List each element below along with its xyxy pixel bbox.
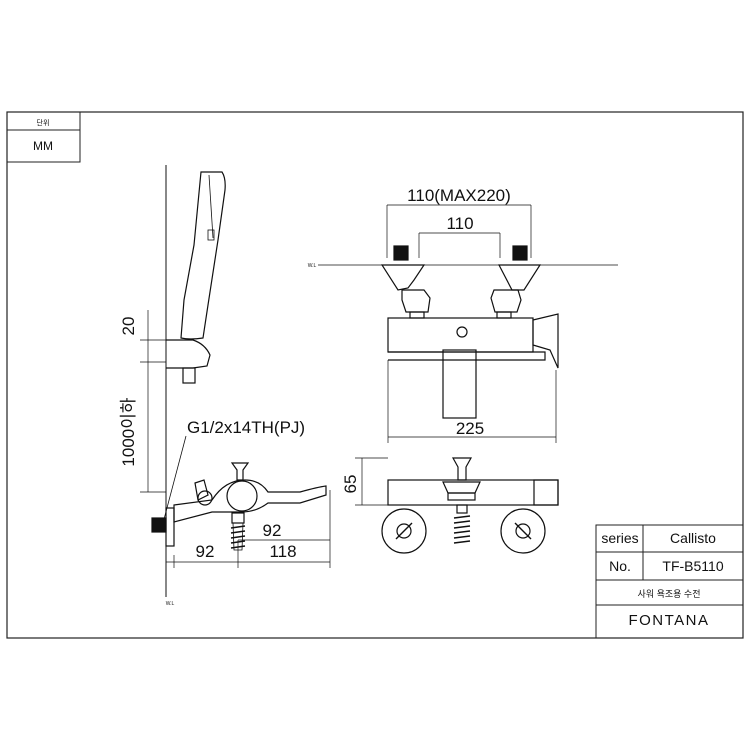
unit-value: MM [33,139,53,153]
unit-box: 단위 MM [6,111,81,163]
no-value: TF-B5110 [662,558,723,574]
dim-225: 225 [456,419,484,438]
dim-92-top: 92 [263,521,282,540]
front-view [318,204,618,443]
wl-bottom-label: W.L [166,601,175,607]
series-label: series [601,530,638,546]
no-label: No. [609,558,631,574]
side-view [140,165,331,597]
wall-plate [165,507,175,547]
dim-118: 118 [269,542,296,561]
brand-name: FONTANA [628,612,709,629]
mixer-front-body [387,317,534,353]
dim-110-max: 110(MAX220) [407,186,511,205]
dim-92-bottom: 92 [196,542,215,561]
drawing-frame [6,111,744,639]
dim-65: 65 [341,475,360,494]
bottom-view [355,457,559,554]
shower-holder [166,339,211,369]
product-description: 사워 욕조용 수전 [638,589,701,599]
dim-thread: G1/2x14TH(PJ) [187,418,305,437]
dim-1000: 1000이하 [119,397,138,466]
dim-20: 20 [119,317,138,336]
unit-label: 단위 [37,118,50,127]
wl-top-label: W.L [308,263,317,269]
hand-shower [180,171,226,340]
series-value: Callisto [670,530,716,546]
mixer-body [173,479,327,523]
dim-110: 110 [446,214,473,233]
title-block [595,524,744,639]
